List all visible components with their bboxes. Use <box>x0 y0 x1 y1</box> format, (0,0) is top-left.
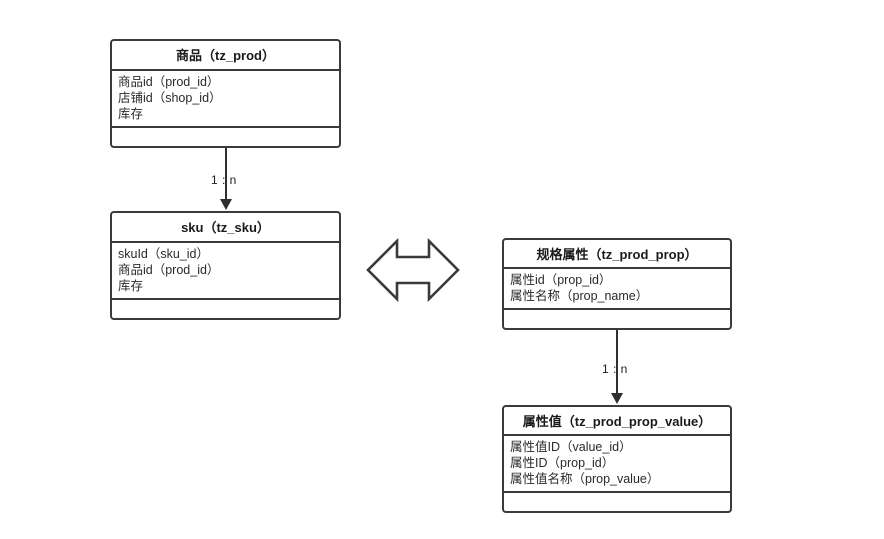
attribute-row: 店铺id（shop_id） <box>118 91 222 105</box>
connector-line-prod-sku <box>225 148 227 200</box>
attribute-row: 商品id（prod_id） <box>118 263 220 277</box>
entity-title-tz-sku: sku（tz_sku） <box>112 213 339 243</box>
connector-line-prop-value <box>616 330 618 394</box>
entity-title-tz-prod: 商品（tz_prod） <box>112 41 339 71</box>
entity-attributes-tz-sku: skuId（sku_id） 商品id（prod_id） 库存 <box>112 243 339 300</box>
entity-methods-tz-sku <box>112 300 339 318</box>
attribute-row: 商品id（prod_id） <box>118 75 220 89</box>
attribute-row: 库存 <box>118 107 144 121</box>
attribute-row: 属性id（prop_id） <box>510 273 612 287</box>
attribute-row: 库存 <box>118 279 144 293</box>
entity-methods-tz-prod-prop <box>504 310 730 328</box>
connector-label-prod-sku: 1 : n <box>211 173 237 187</box>
attribute-row: 属性名称（prop_name） <box>510 289 649 303</box>
entity-tz-sku[interactable]: sku（tz_sku） skuId（sku_id） 商品id（prod_id） … <box>110 211 341 320</box>
entity-title-tz-prod-prop-value: 属性值（tz_prod_prop_value） <box>504 407 730 436</box>
entity-tz-prod[interactable]: 商品（tz_prod） 商品id（prod_id） 店铺id（shop_id） … <box>110 39 341 148</box>
attribute-row: 属性值ID（value_id） <box>510 440 632 454</box>
entity-tz-prod-prop[interactable]: 规格属性（tz_prod_prop） 属性id（prop_id） 属性名称（pr… <box>502 238 732 330</box>
entity-methods-tz-prod-prop-value <box>504 493 730 511</box>
connector-arrowhead-prop-value <box>611 393 623 404</box>
connector-arrowhead-prod-sku <box>220 199 232 210</box>
entity-methods-tz-prod <box>112 128 339 146</box>
entity-attributes-tz-prod: 商品id（prod_id） 店铺id（shop_id） 库存 <box>112 71 339 128</box>
entity-title-tz-prod-prop: 规格属性（tz_prod_prop） <box>504 240 730 269</box>
entity-attributes-tz-prod-prop: 属性id（prop_id） 属性名称（prop_name） <box>504 269 730 310</box>
entity-tz-prod-prop-value[interactable]: 属性值（tz_prod_prop_value） 属性值ID（value_id） … <box>502 405 732 513</box>
connector-label-prop-value: 1 : n <box>602 362 628 376</box>
bidirectional-arrow-icon <box>365 235 461 305</box>
attribute-row: 属性ID（prop_id） <box>510 456 615 470</box>
attribute-row: skuId（sku_id） <box>118 247 210 261</box>
attribute-row: 属性值名称（prop_value） <box>510 472 660 486</box>
entity-attributes-tz-prod-prop-value: 属性值ID（value_id） 属性ID（prop_id） 属性值名称（prop… <box>504 436 730 493</box>
